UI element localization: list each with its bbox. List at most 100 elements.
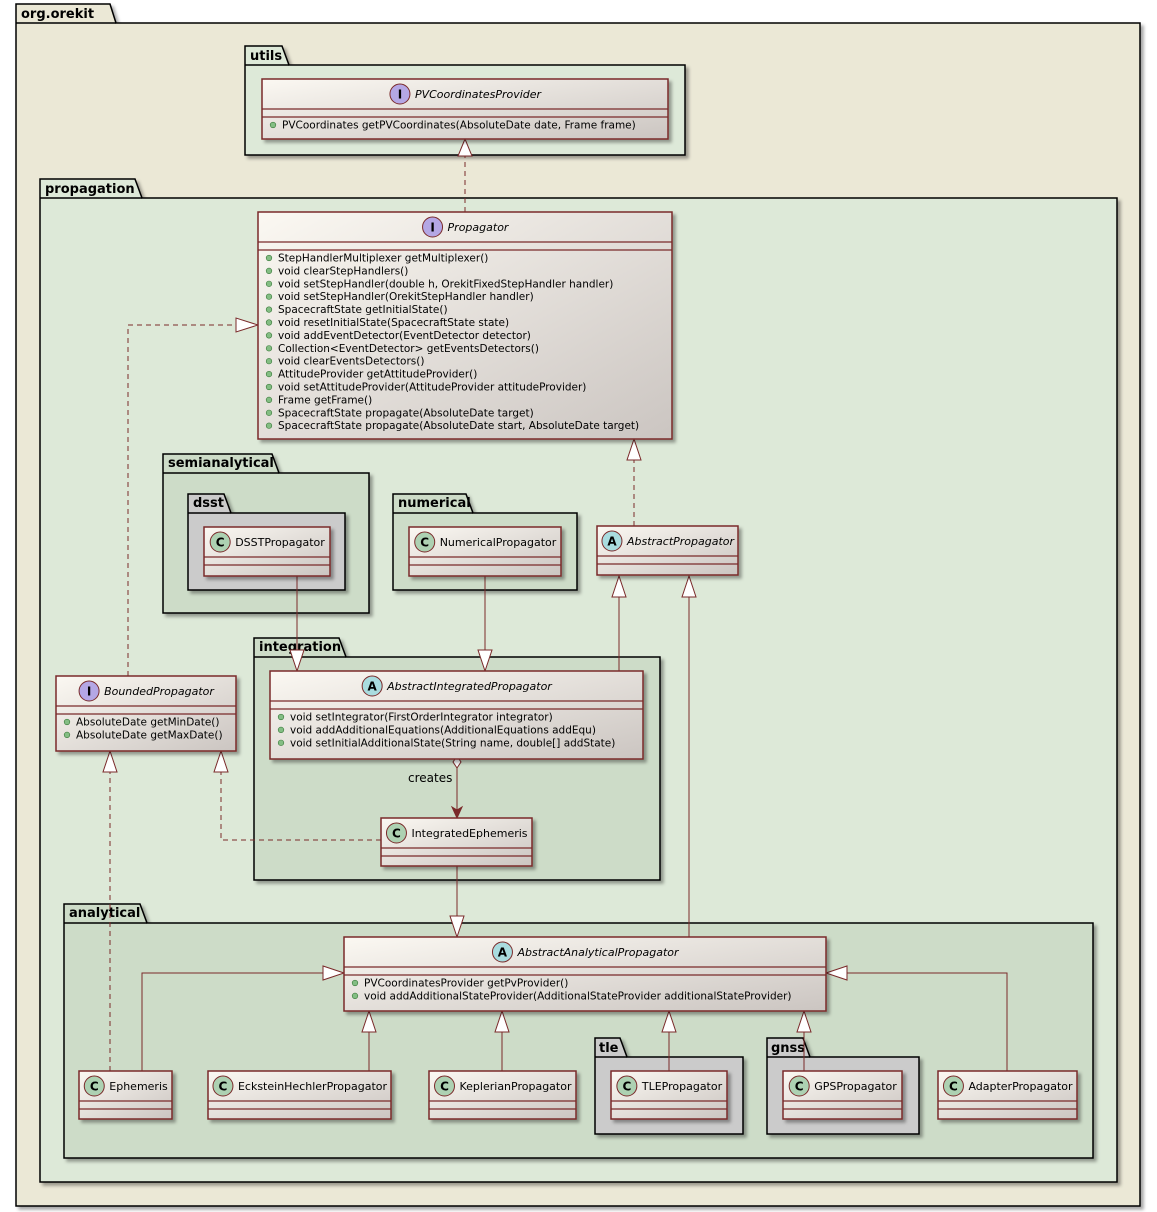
stereotype-I-icon xyxy=(389,83,411,105)
class-name: TLEPropagator xyxy=(641,1080,723,1093)
public-visibility-icon xyxy=(277,713,285,721)
public-visibility-icon xyxy=(265,383,273,391)
edge-bounded-propagator xyxy=(127,324,236,676)
public-visibility-icon xyxy=(277,726,285,734)
public-visibility-icon xyxy=(269,121,277,129)
package-label-org-orekit: org.orekit xyxy=(21,7,94,22)
stereotype-letter: C xyxy=(90,1080,99,1094)
class-name: AbstractAnalyticalPropagator xyxy=(516,946,680,959)
stereotype-I-icon xyxy=(422,216,444,238)
public-visibility-icon xyxy=(351,992,359,1000)
class-member: void addAdditionalStateProvider(Addition… xyxy=(364,990,792,1002)
edge-adapter-analytical xyxy=(847,972,1008,1071)
stereotype-letter: C xyxy=(440,1080,449,1094)
stereotype-C-icon xyxy=(434,1075,455,1097)
stereotype-C-icon xyxy=(209,531,231,553)
stereotype-letter: I xyxy=(398,88,402,102)
class-eckstein[interactable]: EcksteinHechlerPropagator C xyxy=(207,1070,392,1120)
class-ephemeris[interactable]: Ephemeris C xyxy=(78,1070,173,1120)
stereotype-letter: A xyxy=(368,680,378,694)
creates-label: creates xyxy=(408,771,452,785)
package-label-gnss: gnss xyxy=(771,1041,805,1056)
class-member: PVCoordinates getPVCoordinates(AbsoluteD… xyxy=(282,120,636,132)
class-name: NumericalPropagator xyxy=(440,536,557,549)
stereotype-letter: C xyxy=(949,1080,958,1094)
public-visibility-icon xyxy=(265,396,273,404)
arrowhead-realize xyxy=(626,437,642,461)
class-integrated-ephemeris[interactable]: IntegratedEphemeris C xyxy=(380,817,533,867)
class-name: EcksteinHechlerPropagator xyxy=(238,1080,388,1093)
class-member: void setStepHandler(double h, OrekitFixe… xyxy=(278,278,613,290)
stereotype-C-icon xyxy=(212,1075,234,1097)
arrowhead-realize xyxy=(457,137,473,157)
package-label-numerical: numerical xyxy=(398,496,471,511)
stereotype-letter: C xyxy=(392,827,401,841)
stereotype-C-icon xyxy=(942,1075,964,1097)
stereotype-letter: C xyxy=(219,1080,228,1094)
class-name: BoundedPropagator xyxy=(104,685,215,698)
class-member: PVCoordinatesProvider getPvProvider() xyxy=(364,978,568,990)
class-member: void setAttitudeProvider(AttitudeProvide… xyxy=(278,382,586,394)
class-name: Ephemeris xyxy=(109,1080,168,1093)
class-member: SpacecraftState propagate(AbsoluteDate t… xyxy=(278,407,534,419)
class-member: void addAdditionalEquations(AdditionalEq… xyxy=(290,724,596,736)
class-name: AbstractIntegratedPropagator xyxy=(386,680,553,693)
arrowhead-realize xyxy=(235,317,260,333)
arrowhead-extend xyxy=(796,1009,812,1033)
class-member: AbsoluteDate getMaxDate() xyxy=(76,729,223,741)
stereotype-A-icon xyxy=(601,530,623,552)
arrowhead-extend xyxy=(824,965,848,981)
package-label-tle: tle xyxy=(599,1041,619,1056)
arrowhead-extend xyxy=(611,574,627,598)
stereotype-letter: C xyxy=(622,1080,631,1094)
arrowhead-extend xyxy=(661,1009,677,1033)
arrowhead-creates xyxy=(450,805,464,820)
stereotype-letter: C xyxy=(795,1080,804,1094)
class-abstract-analytical[interactable]: AbstractAnalyticalPropagatorAPVCoordinat… xyxy=(343,936,827,1012)
public-visibility-icon xyxy=(265,280,273,287)
package-label-propagation: propagation xyxy=(45,182,135,197)
public-visibility-icon xyxy=(265,293,273,300)
class-tle[interactable]: TLEPropagator C xyxy=(610,1070,728,1120)
stereotype-A-icon xyxy=(491,941,513,963)
class-member: void clearStepHandlers() xyxy=(278,265,408,277)
public-visibility-icon xyxy=(265,319,273,326)
class-numerical[interactable]: NumericalPropagator C xyxy=(408,526,562,577)
class-member: StepHandlerMultiplexer getMultiplexer() xyxy=(278,253,488,265)
arrowhead-realize xyxy=(213,749,229,773)
class-name: Propagator xyxy=(448,221,510,234)
class-member: void clearEventsDetectors() xyxy=(278,356,424,368)
public-visibility-icon xyxy=(277,739,285,746)
class-member: SpacecraftState propagate(AbsoluteDate s… xyxy=(278,420,639,432)
public-visibility-icon xyxy=(265,306,273,313)
class-member: SpacecraftState getInitialState() xyxy=(278,304,448,316)
public-visibility-icon xyxy=(63,718,71,726)
edge-ephemeris-analytical xyxy=(141,972,323,1071)
arrowhead-extend xyxy=(449,915,465,939)
package-label-utils: utils xyxy=(250,49,282,64)
stereotype-letter: C xyxy=(216,536,225,550)
class-name: IntegratedEphemeris xyxy=(411,827,527,840)
package-label-analytical: analytical xyxy=(69,906,140,921)
arrowhead-extend xyxy=(681,574,697,598)
public-visibility-icon xyxy=(265,358,273,365)
class-member: void resetInitialState(SpacecraftState s… xyxy=(278,317,509,329)
public-visibility-icon xyxy=(63,731,71,739)
arrowhead-extend xyxy=(322,965,346,981)
arrowhead-extend xyxy=(477,649,493,673)
class-member: void setStepHandler(OrekitStepHandler ha… xyxy=(278,291,534,303)
stereotype-I-icon xyxy=(78,680,100,702)
stereotype-letter: C xyxy=(420,536,429,550)
class-member: void addEventDetector(EventDetector dete… xyxy=(278,330,531,342)
